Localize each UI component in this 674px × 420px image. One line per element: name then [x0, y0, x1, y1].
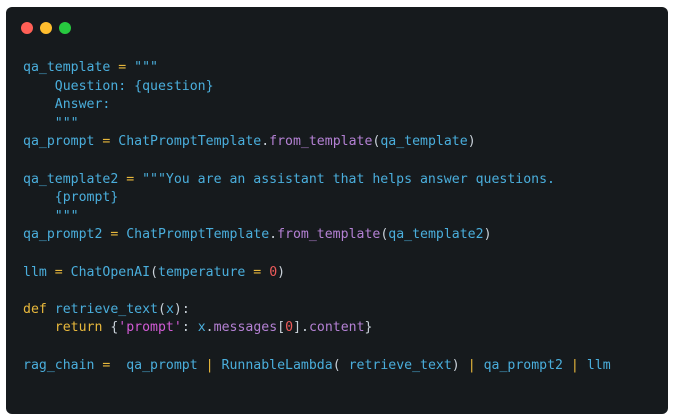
code-token: qa_prompt2: [483, 357, 563, 373]
code-token: from_template: [269, 134, 373, 150]
code-token: =: [118, 171, 143, 187]
code-line: qa_template = """: [23, 59, 611, 78]
code-token: ChatOpenAI: [70, 264, 151, 280]
code-token: ): [483, 227, 492, 243]
code-token: ):: [173, 301, 190, 317]
code-line: rag_chain = qa_prompt | RunnableLambda( …: [23, 357, 611, 376]
code-token: Answer:: [23, 97, 111, 113]
code-token: (: [150, 264, 159, 280]
minimize-dot-icon[interactable]: [40, 22, 52, 34]
code-line: llm = ChatOpenAI(temperature = 0): [23, 264, 611, 283]
code-token: qa_template2: [23, 171, 119, 187]
code-token: """: [23, 115, 79, 131]
code-token: }: [364, 320, 373, 336]
code-token: ): [451, 357, 460, 373]
code-token: llm: [23, 264, 47, 280]
code-token: Question: {question}: [23, 78, 214, 94]
code-token: qa_prompt2: [23, 227, 103, 243]
code-token: {prompt}: [23, 190, 119, 206]
code-token: .: [261, 134, 270, 150]
code-line: [23, 152, 611, 171]
code-token: ].: [293, 320, 309, 336]
code-token: qa_template: [380, 134, 468, 150]
code-token: return: [54, 320, 103, 336]
code-token: (: [380, 227, 389, 243]
code-token: """You are an assistant that helps answe…: [142, 171, 555, 187]
code-token: def: [23, 301, 47, 317]
code-line: def retrieve_text(x):: [23, 301, 611, 320]
code-token: x: [165, 301, 174, 317]
code-token: |: [197, 357, 222, 373]
code-token: ): [467, 134, 476, 150]
code-line: """: [23, 208, 611, 227]
code-token: 'prompt': [118, 320, 182, 336]
close-dot-icon[interactable]: [21, 22, 33, 34]
code-token: llm: [586, 357, 611, 373]
code-token: =: [102, 227, 127, 243]
code-token: 0: [285, 320, 294, 336]
code-line: [23, 282, 611, 301]
code-block: qa_template = """ Question: {question} A…: [23, 59, 611, 375]
code-token: qa_prompt: [126, 357, 198, 373]
code-line: qa_prompt = ChatPromptTemplate.from_temp…: [23, 133, 611, 152]
code-token: =: [46, 264, 71, 280]
code-token: retrieve_text: [54, 301, 158, 317]
code-line: [23, 338, 611, 357]
code-token: .: [205, 320, 214, 336]
code-line: return {'prompt': x.messages[0].content}: [23, 319, 611, 338]
zoom-dot-icon[interactable]: [59, 22, 71, 34]
code-token: """: [23, 208, 79, 224]
code-token: |: [459, 357, 484, 373]
code-token: {: [102, 320, 119, 336]
code-token: =: [94, 134, 119, 150]
code-line: qa_template2 = """You are an assistant t…: [23, 171, 611, 190]
window-controls: [21, 22, 71, 35]
code-line: qa_prompt2 = ChatPromptTemplate.from_tem…: [23, 226, 611, 245]
code-token: ): [277, 264, 286, 280]
code-line: {prompt}: [23, 189, 611, 208]
code-token: retrieve_text: [348, 357, 452, 373]
code-token: """: [134, 60, 158, 75]
code-token: (: [332, 357, 349, 373]
code-token: =: [245, 264, 270, 280]
code-token: qa_template2: [388, 227, 484, 243]
code-line: """: [23, 115, 611, 134]
code-token: .: [269, 227, 278, 243]
code-token: messages: [213, 320, 278, 336]
code-token: :: [181, 320, 198, 336]
code-token: from_template: [277, 227, 381, 243]
code-token: (: [158, 301, 166, 317]
code-token: =: [110, 60, 135, 75]
code-token: content: [308, 320, 365, 336]
code-token: =: [94, 357, 127, 373]
code-token: rag_chain: [23, 357, 95, 373]
code-token: |: [562, 357, 587, 373]
code-token: ChatPromptTemplate: [118, 134, 262, 150]
code-line: Question: {question}: [23, 78, 611, 97]
code-token: qa_template: [23, 60, 111, 75]
code-token: [47, 302, 55, 317]
code-token: [23, 320, 55, 335]
code-window: qa_template = """ Question: {question} A…: [6, 7, 668, 414]
code-token: ChatPromptTemplate: [126, 227, 270, 243]
code-token: temperature: [158, 264, 246, 280]
code-token: (: [372, 134, 381, 150]
code-token: qa_prompt: [23, 134, 95, 150]
code-line: [23, 245, 611, 264]
code-token: x: [197, 320, 206, 336]
code-token: 0: [269, 264, 278, 280]
code-line: Answer:: [23, 96, 611, 115]
code-token: [: [277, 320, 286, 336]
code-token: RunnableLambda: [221, 357, 333, 373]
